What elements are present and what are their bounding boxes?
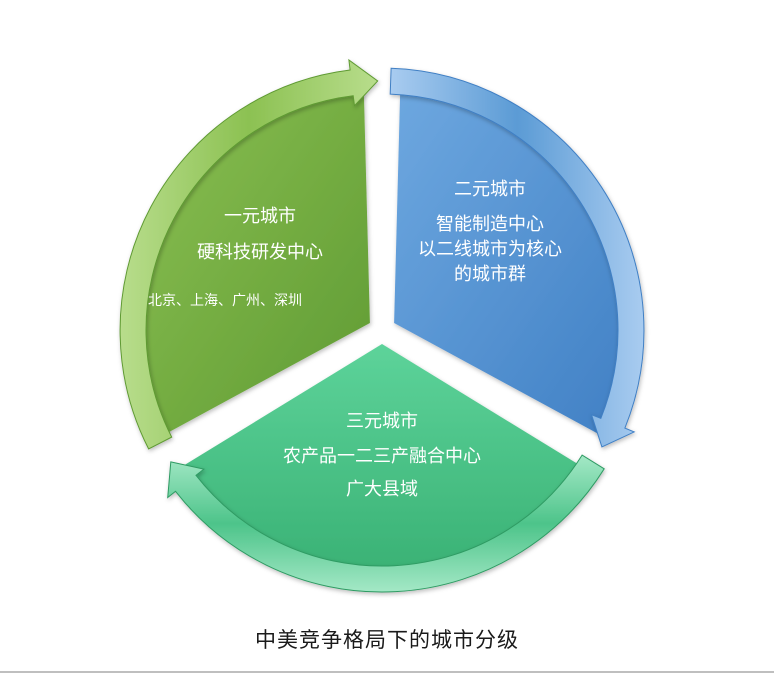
tier3-segment	[177, 344, 587, 584]
tier1-cities: 北京、上海、广州、深圳	[148, 293, 302, 309]
arrows-layer	[119, 58, 645, 593]
tier3-line1: 农产品一二三产融合中心	[283, 446, 481, 467]
tier3-cycle-arrow	[167, 454, 605, 593]
tier1-cycle-arrow	[119, 58, 379, 450]
tier2-line3: 的城市群	[454, 264, 526, 285]
tier1-subtitle: 硬科技研发中心	[197, 242, 323, 263]
tier2-line1: 智能制造中心	[436, 214, 544, 235]
tier1-title: 一元城市	[224, 206, 296, 227]
tier2-cycle-arrow	[389, 67, 645, 448]
tier2-title: 二元城市	[454, 179, 526, 200]
diagram-caption: 中美竞争格局下的城市分级	[255, 628, 519, 652]
tier3-line2: 广大县域	[346, 479, 418, 500]
tier2-line2: 以二线城市为核心	[418, 239, 562, 260]
bottom-divider	[0, 671, 774, 673]
tier3-title: 三元城市	[346, 411, 418, 432]
